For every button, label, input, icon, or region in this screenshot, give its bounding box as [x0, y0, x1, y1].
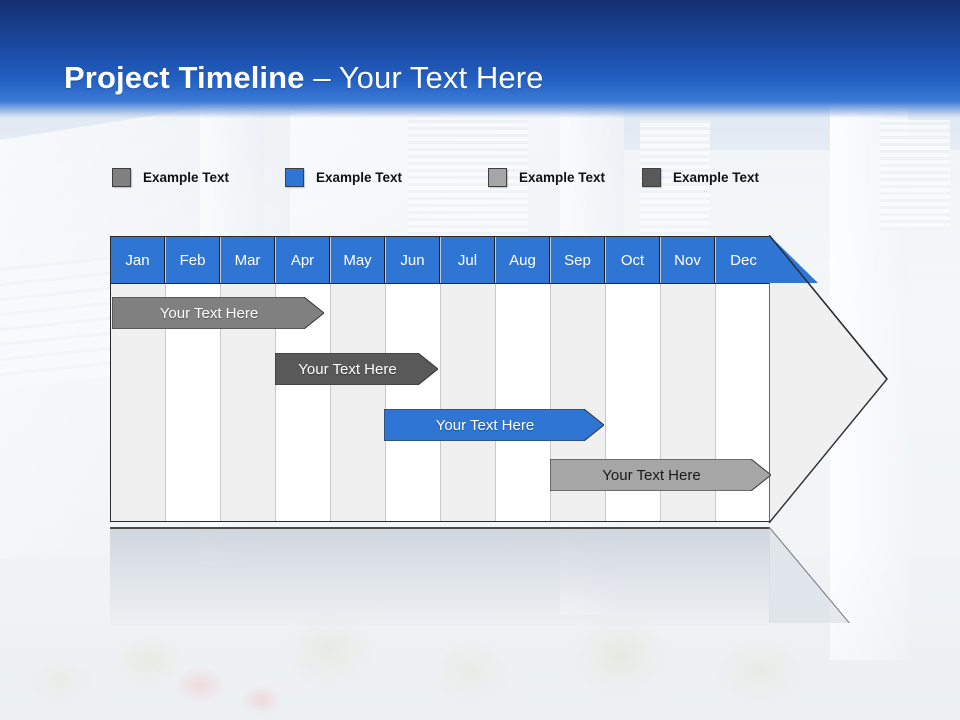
- header-underline: [110, 283, 770, 284]
- slide-header-band: [0, 0, 960, 118]
- page-title: Project Timeline – Your Text Here: [64, 60, 543, 96]
- timeline-column-jun: Jun: [386, 237, 441, 521]
- legend-item-1[interactable]: Example Text: [112, 168, 229, 187]
- page-title-light: – Your Text Here: [304, 60, 544, 95]
- legend-swatch-gray: [112, 168, 131, 187]
- legend-swatch-blue: [285, 168, 304, 187]
- legend-swatch-light-gray: [488, 168, 507, 187]
- legend: Example Text Example Text Example Text Exam…: [112, 168, 812, 194]
- timeline-column-jul: Jul: [441, 237, 496, 521]
- legend-item-label: Example Text: [519, 170, 606, 185]
- legend-swatch-dark-gray: [642, 168, 661, 187]
- timeline-column-oct: Oct: [606, 237, 661, 521]
- legend-item-4[interactable]: Example Text: [642, 168, 759, 187]
- month-header-nov[interactable]: Nov: [661, 237, 715, 284]
- legend-item-3[interactable]: Example Text: [488, 168, 605, 187]
- legend-item-label: Example Text: [143, 170, 230, 185]
- timeline-task-bar-2[interactable]: Your Text Here: [275, 353, 438, 385]
- month-header-jul[interactable]: Jul: [441, 237, 495, 284]
- legend-item-2[interactable]: Example Text: [285, 168, 402, 187]
- month-header-jun[interactable]: Jun: [386, 237, 440, 284]
- month-header-mar[interactable]: Mar: [221, 237, 275, 284]
- timeline-arrow-tip: [769, 235, 891, 523]
- chart-reflection: [110, 527, 770, 625]
- timeline-task-bar-3[interactable]: Your Text Here: [384, 409, 604, 441]
- chart-reflection-tip: [768, 526, 891, 626]
- timeline-task-bar-4[interactable]: Your Text Here: [550, 459, 771, 491]
- timeline-column-aug: Aug: [496, 237, 551, 521]
- timeline-column-jan: Jan: [111, 237, 166, 521]
- timeline-column-feb: Feb: [166, 237, 221, 521]
- timeline-column-dec: Dec: [716, 237, 771, 521]
- month-header-jan[interactable]: Jan: [111, 237, 165, 284]
- month-header-aug[interactable]: Aug: [496, 237, 550, 284]
- legend-item-label: Example Text: [316, 170, 403, 185]
- month-header-sep[interactable]: Sep: [551, 237, 605, 284]
- month-header-feb[interactable]: Feb: [166, 237, 220, 284]
- month-header-apr[interactable]: Apr: [276, 237, 330, 284]
- timeline-column-mar: Mar: [221, 237, 276, 521]
- legend-item-label: Example Text: [673, 170, 760, 185]
- timeline-task-bar-1[interactable]: Your Text Here: [112, 297, 324, 329]
- month-header-oct[interactable]: Oct: [606, 237, 660, 284]
- month-header-dec[interactable]: Dec: [716, 237, 771, 284]
- month-header-may[interactable]: May: [331, 237, 385, 284]
- page-title-strong: Project Timeline: [64, 60, 305, 95]
